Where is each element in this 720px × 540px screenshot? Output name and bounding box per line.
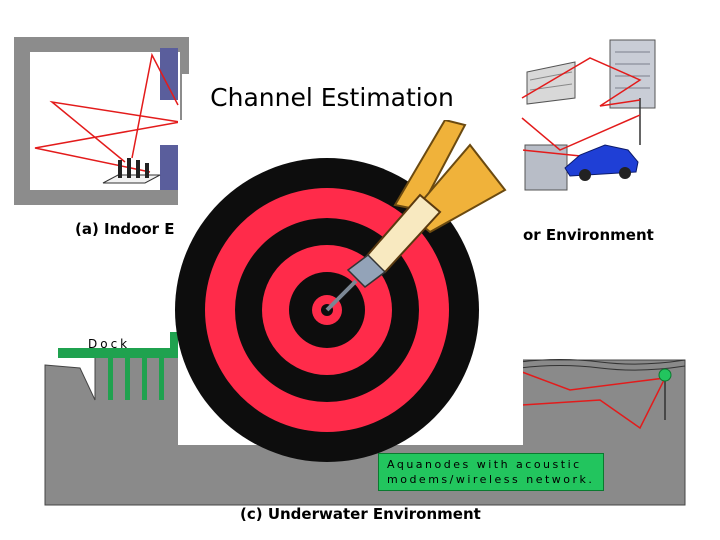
water-surface (519, 359, 686, 365)
pier-post (142, 358, 147, 400)
aquanode-buoy (658, 368, 672, 382)
dock-deck (58, 348, 183, 358)
outdoor-environment-illustration (521, 39, 656, 191)
caption-underwater: (c) Underwater Environment (240, 505, 481, 523)
indoor-environment-illustration (14, 37, 189, 205)
window-top (160, 48, 178, 100)
car-wheel (579, 169, 591, 181)
aquanodes-label-box: Aquanodes with acoustic modems/wireless … (378, 453, 604, 491)
slide-title-text: Channel Estimation (210, 82, 454, 112)
dock-label: Dock (88, 337, 131, 351)
dart-barrel (346, 254, 387, 288)
slide-title: Channel Estimation (182, 74, 482, 120)
pier-post (108, 358, 113, 400)
room-interior (30, 52, 180, 190)
pier-post (125, 358, 130, 400)
pier-post (159, 358, 164, 400)
acoustic-ray (521, 377, 666, 430)
outdoor-ray (521, 114, 641, 151)
dart-tip (325, 279, 358, 312)
antenna (127, 158, 131, 178)
building (526, 61, 576, 105)
tall-building (609, 39, 656, 109)
antenna (118, 160, 122, 178)
water-surface (519, 365, 686, 371)
antenna (136, 160, 140, 178)
outdoor-ray (521, 57, 642, 107)
acoustic-ray (521, 371, 666, 391)
aquanodes-label-line1: Aquanodes with acoustic (387, 458, 582, 471)
caption-outdoor: or Environment (523, 226, 654, 244)
window-bottom (160, 145, 178, 190)
target-illustration (175, 118, 523, 462)
indoor-ray (131, 52, 179, 159)
car-wheel (619, 167, 631, 179)
antenna (145, 163, 149, 178)
caption-indoor: (a) Indoor E (75, 220, 175, 238)
aquanodes-label-line2: modems/wireless network. (387, 473, 595, 486)
